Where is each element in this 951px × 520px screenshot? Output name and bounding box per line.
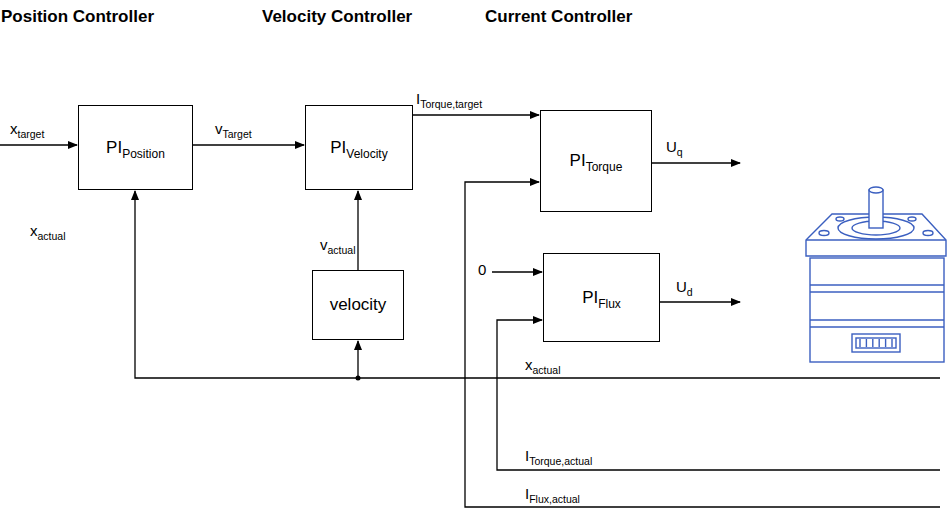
- motor-illustration: [806, 187, 946, 362]
- signal-symbol: x: [30, 222, 38, 239]
- signal-subscript: d: [687, 286, 693, 298]
- box-text: PI: [570, 151, 586, 170]
- box-label: velocity: [330, 295, 387, 315]
- signal-name: IFlux,actual: [525, 485, 580, 504]
- box-label: PIFlux: [582, 288, 621, 308]
- signal-symbol: U: [666, 138, 677, 155]
- signal-symbol: I: [416, 90, 420, 107]
- signal-subscript: actual: [533, 364, 561, 376]
- signal-symbol: I: [525, 447, 529, 464]
- signal-name: xactual: [30, 222, 66, 241]
- signal-symbol: 0: [478, 261, 486, 278]
- section-title: Current Controller: [485, 8, 632, 26]
- signal-name: ITorque,target: [416, 90, 482, 109]
- signal-name: Ud: [676, 278, 693, 297]
- controller-box: PITorque: [540, 110, 652, 212]
- feedback-wire: [357, 341, 358, 378]
- signal-name: ITorque,actual: [525, 447, 592, 466]
- signal-arrow: [413, 114, 539, 115]
- controller-box: PIVelocity: [305, 105, 413, 190]
- box-text: velocity: [330, 295, 387, 314]
- signal-subscript: Torque,actual: [529, 455, 592, 467]
- title-text: Current Controller: [485, 7, 632, 26]
- signal-symbol: x: [10, 120, 18, 137]
- signal-name: xactual: [525, 356, 561, 375]
- title-text: Position Controller: [1, 7, 154, 26]
- signal-subscript: actual: [328, 244, 356, 256]
- controller-box: PIFlux: [543, 253, 660, 342]
- signal-symbol: U: [676, 278, 687, 295]
- box-text: PI: [582, 288, 598, 307]
- junction-dot: [356, 376, 361, 381]
- subscript-text: Torque: [586, 160, 623, 174]
- signal-symbol: v: [215, 120, 223, 137]
- box-text: PI: [106, 138, 122, 157]
- subscript-text: Position: [122, 147, 165, 161]
- signal-subscript: actual: [38, 230, 66, 242]
- signal-name: 0: [478, 261, 486, 279]
- signal-name: Uq: [666, 138, 683, 157]
- feedback-wire: [497, 320, 940, 470]
- signal-arrow: [193, 144, 304, 145]
- box-text: PI: [330, 138, 346, 157]
- subscript-text: Velocity: [346, 147, 387, 161]
- signal-subscript: target: [18, 128, 45, 140]
- signal-name: vTarget: [215, 120, 252, 139]
- signal-subscript: q: [677, 146, 683, 158]
- signal-name: vactual: [320, 236, 356, 255]
- signal-symbol: v: [320, 236, 328, 253]
- signal-subscript: Target: [223, 128, 252, 140]
- signal-arrow: [357, 191, 358, 270]
- signal-name: xtarget: [10, 120, 44, 139]
- output-wire: [652, 162, 740, 163]
- signal-symbol: x: [525, 356, 533, 373]
- controller-box: PIPosition: [78, 105, 193, 190]
- section-title: Velocity Controller: [262, 8, 412, 26]
- section-title: Position Controller: [1, 8, 154, 26]
- title-text: Velocity Controller: [262, 7, 412, 26]
- signal-symbol: I: [525, 485, 529, 502]
- signal-subscript: Torque,target: [420, 98, 482, 110]
- subscript-text: Flux: [598, 297, 621, 311]
- box-label: PIVelocity: [330, 138, 387, 158]
- output-wire: [660, 301, 740, 302]
- signal-subscript: Flux,actual: [529, 493, 580, 505]
- input-wire: [492, 271, 542, 272]
- box-label: PITorque: [570, 151, 623, 171]
- input-wire: [0, 144, 77, 145]
- box-label: PIPosition: [106, 138, 165, 158]
- feedback-wire: [465, 182, 940, 507]
- process-box: velocity: [312, 270, 404, 340]
